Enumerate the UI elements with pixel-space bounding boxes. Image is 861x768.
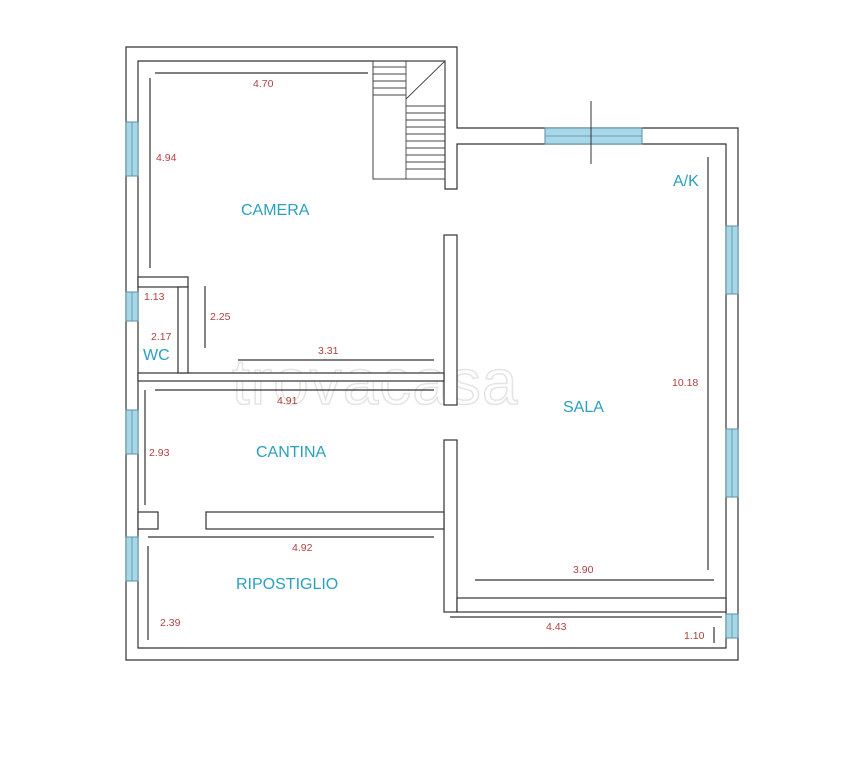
window-wc xyxy=(125,291,139,322)
interior-walls xyxy=(137,234,727,613)
dim-wc-width: 1.13 xyxy=(144,291,165,303)
dim-camera-width: 4.70 xyxy=(253,78,274,90)
wall-cantina-ripostiglio-right xyxy=(205,511,445,530)
staircase xyxy=(372,60,446,180)
dim-sala-depth: 10.18 xyxy=(672,377,698,389)
dim-hall-width: 3.31 xyxy=(318,345,339,357)
dim-cantina-depth: 2.93 xyxy=(149,447,170,459)
wall-corridor-top xyxy=(456,597,727,613)
window-sala-right-lower xyxy=(725,428,739,498)
wall-sala-lower xyxy=(443,439,458,613)
wall-cantina-ripostiglio-left xyxy=(137,511,159,530)
wall-wc-right xyxy=(177,286,189,374)
wall-wc-top xyxy=(137,276,189,288)
window-ripostiglio xyxy=(125,536,139,582)
dim-camera-depth: 4.94 xyxy=(156,152,177,164)
room-label-ripostiglio: RIPOSTIGLIO xyxy=(236,576,338,593)
window-cantina xyxy=(125,409,139,455)
dim-ripostiglio-width: 4.92 xyxy=(292,542,313,554)
wall-camera-cantina xyxy=(137,372,445,382)
dim-corridor-depth: 1.10 xyxy=(684,630,705,642)
dim-hall-depth: 2.25 xyxy=(210,311,231,323)
dim-sala-width: 3.90 xyxy=(573,564,594,576)
dim-cantina-width: 4.91 xyxy=(277,395,298,407)
watermark: trovacasa xyxy=(232,346,518,418)
room-label-wc: WC xyxy=(143,347,170,364)
wall-sala-upper xyxy=(443,234,458,406)
room-label-camera: CAMERA xyxy=(241,202,310,219)
dimension-lines xyxy=(144,72,722,643)
window-sala-right-upper xyxy=(725,225,739,295)
room-label-ak: A/K xyxy=(673,173,699,190)
room-label-cantina: CANTINA xyxy=(256,444,327,461)
dim-corridor-width: 4.43 xyxy=(546,621,567,633)
dim-wc-depth: 2.17 xyxy=(151,331,172,343)
window-corridor xyxy=(725,613,739,639)
window-camera xyxy=(125,121,139,177)
windows xyxy=(125,101,739,639)
room-label-sala: SALA xyxy=(563,399,604,416)
window-sala-top xyxy=(544,101,643,164)
dim-ripostiglio-depth: 2.39 xyxy=(160,617,181,629)
